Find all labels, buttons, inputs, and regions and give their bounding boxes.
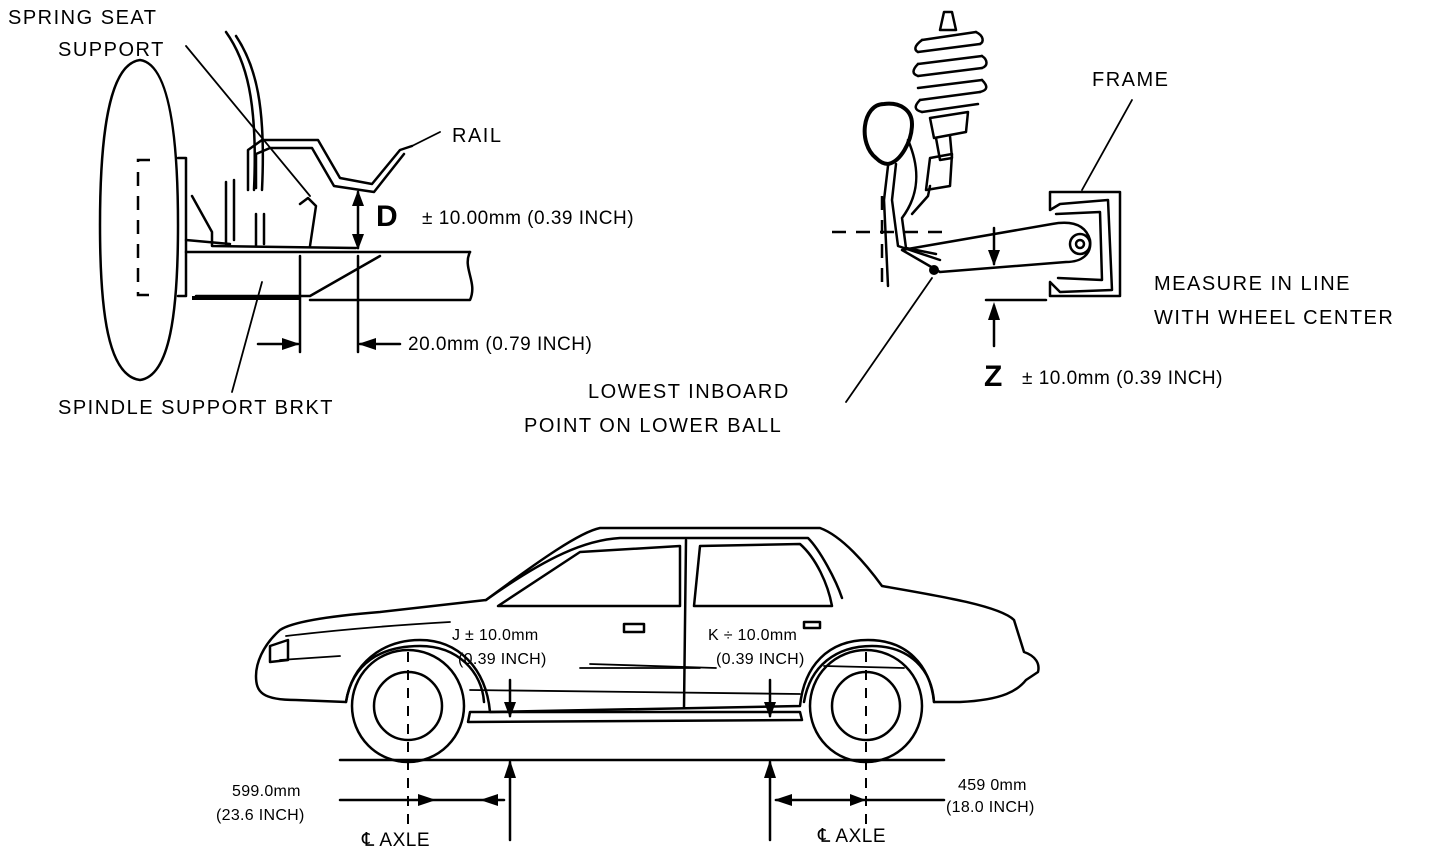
lowest-point-label-line2: POINT ON LOWER BALL	[524, 415, 782, 437]
d-tolerance: ± 10.00mm (0.39 INCH)	[422, 208, 634, 229]
coil-spring	[912, 10, 988, 192]
front-tire-section	[98, 58, 180, 382]
front-axle-label: ℄ AXLE	[361, 830, 430, 851]
k-dimension-line1: K ÷ 10.0mm	[708, 627, 797, 644]
rear-axle-label: ℄ AXLE	[817, 826, 886, 847]
vehicle-side-view: J ± 10.0mm (0.39 INCH) K ÷ 10.0mm (0.39 …	[216, 526, 1040, 851]
rear-wheel	[802, 644, 936, 764]
d-letter: D	[376, 200, 398, 233]
rim-dashed-outline	[136, 158, 150, 297]
front-window	[496, 544, 682, 608]
z-letter: Z	[984, 360, 1002, 393]
rail-label: RAIL	[452, 125, 502, 147]
front-offset-mm: 599.0mm	[232, 783, 301, 800]
measure-label-line1: MEASURE IN LINE	[1154, 273, 1351, 295]
rail-channel	[246, 138, 414, 192]
spring-seat-label: SPRING SEAT	[8, 7, 158, 29]
spring-curve	[224, 30, 256, 192]
lowest-point-label-line1: LOWEST INBOARD	[588, 381, 790, 403]
front-offset-inch: (23.6 INCH)	[216, 807, 305, 824]
rear-window	[692, 542, 834, 608]
frame-channel	[1048, 190, 1122, 298]
offset-dimension: 20.0mm (0.79 INCH)	[408, 334, 592, 355]
hub-flange	[176, 156, 188, 298]
support-label: SUPPORT	[58, 39, 165, 61]
knuckle-loop	[862, 101, 915, 167]
j-dimension-line2: (0.39 INCH)	[458, 651, 547, 668]
j-dimension-line1: J ± 10.0mm	[452, 627, 538, 644]
z-tolerance: ± 10.0mm (0.39 INCH)	[1022, 368, 1223, 389]
k-dimension-line2: (0.39 INCH)	[716, 651, 805, 668]
measure-label-line2: WITH WHEEL CENTER	[1154, 307, 1394, 329]
rear-offset-inch: (18.0 INCH)	[946, 799, 1035, 816]
car-body	[254, 526, 1040, 714]
spindle-bracket-label: SPINDLE SUPPORT BRKT	[58, 397, 334, 419]
front-spindle-detail: SPRING SEAT SUPPORT RAIL D ± 10.00mm (0.…	[8, 7, 634, 419]
frame-label: FRAME	[1092, 69, 1170, 91]
rear-offset-mm: 459 0mm	[958, 777, 1027, 794]
ball-joint-detail: FRAME MEASURE IN LINE WITH WHEEL CENTER …	[524, 10, 1394, 437]
